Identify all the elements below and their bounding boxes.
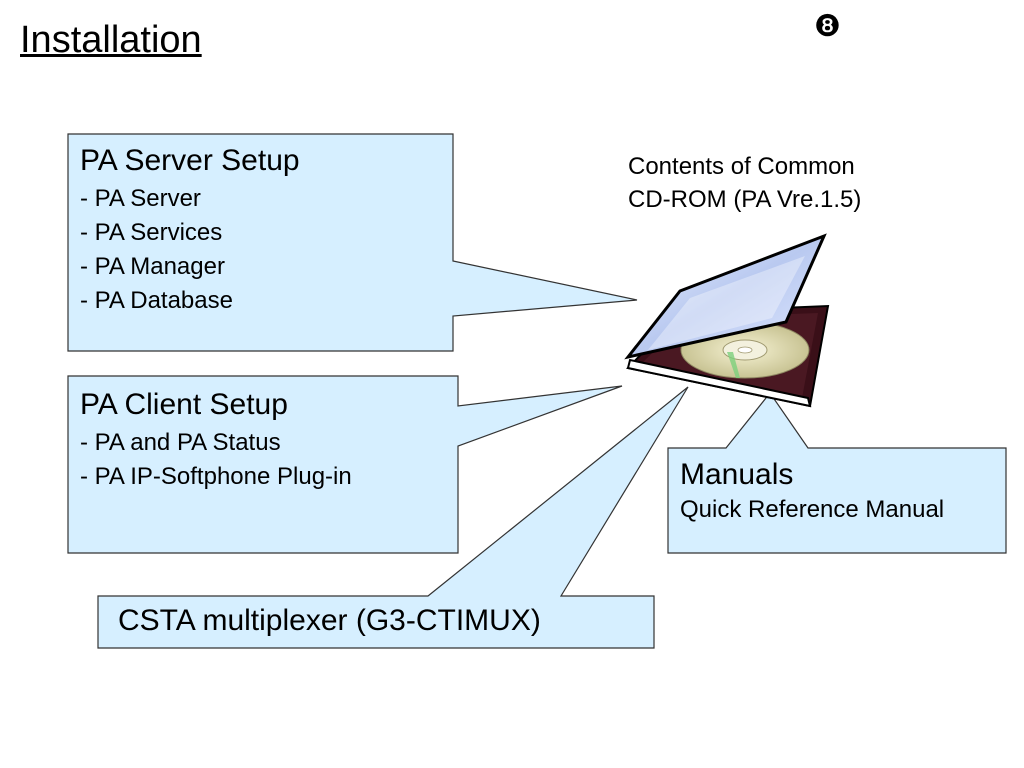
list-item: - PA Database	[80, 286, 233, 314]
client-setup-list: - PA and PA Status - PA IP-Softphone Plu…	[80, 426, 450, 494]
csta-label: CSTA multiplexer (G3-CTIMUX)	[118, 604, 541, 637]
server-setup-callout	[67, 133, 638, 352]
cd-label-line2: CD-ROM (PA Vre.1.5)	[628, 186, 862, 213]
client-setup-heading: PA Client Setup	[80, 388, 288, 421]
list-item: - PA Server	[80, 184, 201, 212]
client-setup-callout	[67, 375, 623, 554]
manuals-subtext: Quick Reference Manual	[680, 495, 945, 523]
cd-contents-label: Contents of Common CD-ROM (PA Vre.1.5)	[628, 150, 861, 216]
list-item: - PA Services	[80, 218, 223, 246]
csta-box: CSTA multiplexer (G3-CTIMUX)	[118, 603, 638, 639]
client-setup-box: PA Client Setup - PA and PA Status - PA …	[80, 386, 450, 494]
cd-case-icon	[624, 233, 830, 408]
server-setup-heading: PA Server Setup	[80, 144, 300, 177]
list-item: - PA Manager	[80, 252, 225, 280]
list-item: - PA and PA Status	[80, 428, 281, 456]
manuals-heading: Manuals	[680, 458, 794, 491]
csta-callout	[97, 386, 689, 649]
slide-number: ❽	[814, 10, 841, 43]
slide-title: Installation	[20, 19, 202, 61]
cd-label-line1: Contents of Common	[628, 153, 855, 180]
manuals-box: Manuals Quick Reference Manual	[680, 456, 1000, 526]
list-item: - PA IP-Softphone Plug-in	[80, 462, 352, 490]
server-setup-list: - PA Server - PA Services - PA Manager -…	[80, 182, 450, 318]
manuals-callout	[667, 391, 1007, 554]
server-setup-box: PA Server Setup - PA Server - PA Service…	[80, 142, 450, 318]
